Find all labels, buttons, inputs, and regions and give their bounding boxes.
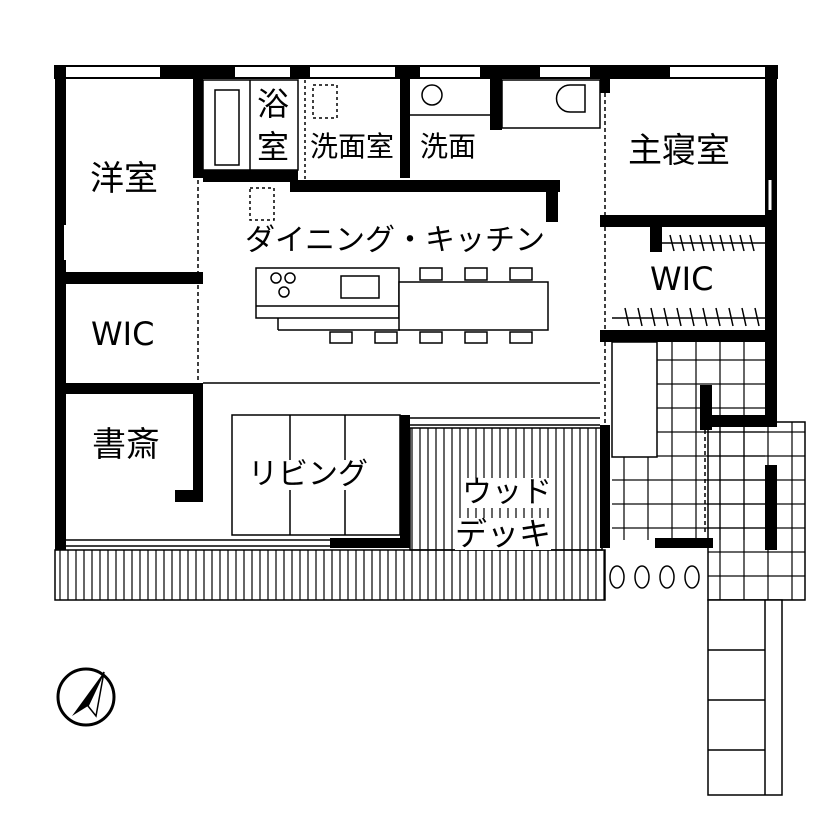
room-label-wic-left: WIC — [91, 315, 155, 353]
north-arrow-icon — [56, 667, 116, 727]
room-label-wood-deck-1: ウッド — [462, 475, 552, 510]
room-label-bath-2: 室 — [257, 128, 290, 166]
room-label-washroom: 洗面 — [420, 130, 477, 163]
room-label-western-room: 洋室 — [90, 159, 158, 199]
room-label-dressing: 洗面室 — [310, 130, 395, 163]
wood-deck-front — [54, 549, 606, 601]
room-label-wic-right: WIC — [650, 260, 714, 298]
entrance-step — [611, 341, 658, 458]
room-label-bath-1: 浴 — [257, 85, 290, 123]
partitions — [64, 79, 772, 547]
stepping-stones — [609, 565, 700, 589]
room-label-wood-deck-2: デッキ — [455, 515, 552, 553]
room-label-master-bedroom: 主寝室 — [628, 131, 730, 171]
porch-pillar — [766, 468, 776, 548]
room-label-living: リビング — [248, 457, 368, 492]
porch-tiles — [707, 421, 806, 601]
room-label-dining-kitchen: ダイニング・キッチン — [245, 223, 545, 258]
approach-path — [707, 599, 783, 796]
room-label-study: 書斎 — [92, 425, 160, 465]
